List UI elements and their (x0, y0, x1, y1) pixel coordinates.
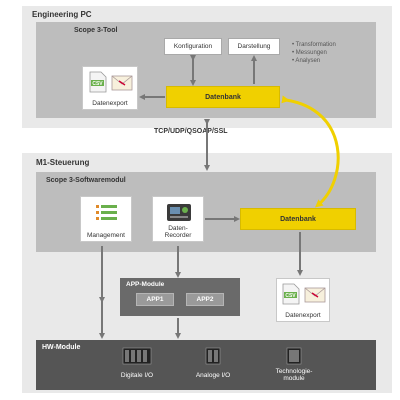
envelope-icon (111, 75, 133, 91)
database-sync-arrow (281, 95, 340, 208)
daten-recorder-label: Daten- Recorder (153, 225, 203, 239)
analysis-feature-list: • Transformation • Messungen • Analysen (292, 41, 336, 65)
protocol-label: TCP/UDP/QSOAP/SSL (154, 128, 228, 135)
m1-database[interactable]: Datenbank (240, 208, 356, 230)
app2-button[interactable]: APP2 (186, 293, 224, 306)
technology-module-label: Technologie- module (266, 368, 322, 382)
analog-io-icon (205, 347, 221, 365)
digital-io-label: Digitale I/O (120, 372, 154, 379)
pc-database[interactable]: Datenbank (166, 86, 280, 108)
feature-analysen: • Analysen (292, 58, 321, 64)
daten-recorder-label-line2: Recorder (164, 232, 192, 239)
technology-module-label-line1: Technologie- (275, 368, 313, 375)
management-label: Management (87, 232, 125, 239)
technology-module-icon (286, 347, 302, 365)
daten-recorder-label-line1: Daten- (168, 225, 188, 232)
analog-io-label: Analoge I/O (195, 372, 231, 379)
feature-transformation: • Transformation (292, 42, 336, 48)
envelope-icon (304, 287, 326, 303)
scope-tool-title: Scope 3-Tool (74, 27, 118, 34)
digital-io-icon (122, 347, 152, 365)
engineering-pc-title: Engineering PC (32, 10, 92, 19)
technology-module-label-line2: module (283, 375, 305, 382)
m1-datenexport-card[interactable]: CSV Datenexport (276, 278, 330, 322)
management-card[interactable]: Management (80, 196, 132, 242)
csv-file-icon: CSV (282, 283, 300, 305)
softwaremodul-title: Scope 3-Softwaremodul (46, 177, 126, 184)
svg-text:CSV: CSV (92, 81, 103, 87)
feature-messungen: • Messungen (292, 50, 327, 56)
hw-module-title: HW-Module (42, 344, 81, 351)
app1-button[interactable]: APP1 (136, 293, 174, 306)
data-recorder-icon (167, 204, 191, 221)
pc-datenexport-label: Datenexport (92, 100, 128, 107)
pc-datenexport-card[interactable]: CSV Datenexport (82, 66, 138, 110)
daten-recorder-card[interactable]: Daten- Recorder (152, 196, 204, 242)
m1-steuerung-title: M1-Steuerung (36, 158, 90, 167)
m1-datenexport-label: Datenexport (285, 312, 321, 319)
csv-file-icon: CSV (89, 71, 107, 93)
management-list-icon (96, 205, 117, 220)
darstellung-box[interactable]: Darstellung (228, 38, 280, 55)
konfiguration-box[interactable]: Konfiguration (164, 38, 222, 55)
svg-text:CSV: CSV (285, 293, 296, 299)
app-module-title: APP-Module (126, 281, 165, 288)
